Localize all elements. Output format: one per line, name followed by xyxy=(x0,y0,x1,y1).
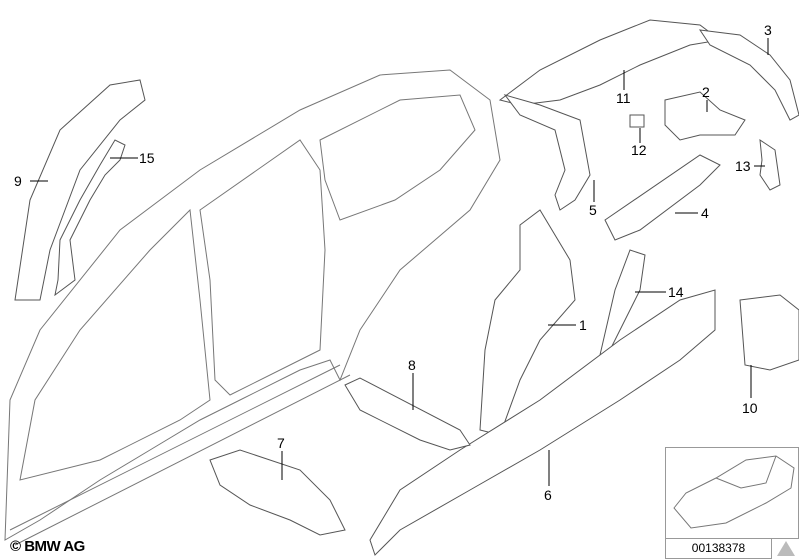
car-thumbnail-icon xyxy=(673,455,795,529)
callout-13: 13 xyxy=(735,158,751,174)
body-side-frame xyxy=(4,69,501,546)
leader-lines xyxy=(30,38,769,486)
callout-8: 8 xyxy=(408,357,416,373)
part-5 xyxy=(503,94,591,211)
callout-5: 5 xyxy=(589,202,597,218)
part-3 xyxy=(698,29,799,121)
callout-11: 11 xyxy=(616,90,631,106)
part-4 xyxy=(604,154,721,241)
part-13 xyxy=(759,138,781,191)
part-6 xyxy=(369,289,716,556)
reference-number: 00138378 xyxy=(665,538,772,559)
callout-3: 3 xyxy=(764,22,772,38)
callout-12: 12 xyxy=(631,142,647,158)
part-10 xyxy=(739,294,799,371)
callout-4: 4 xyxy=(701,205,709,221)
part-7 xyxy=(209,449,346,536)
part-15 xyxy=(54,139,126,297)
copyright: © BMW AG xyxy=(10,538,85,555)
part-1 xyxy=(479,209,576,436)
callout-9: 9 xyxy=(14,173,22,189)
callout-7: 7 xyxy=(277,435,285,451)
callout-1: 1 xyxy=(579,317,587,333)
callout-2: 2 xyxy=(702,84,710,100)
callout-15: 15 xyxy=(139,150,155,166)
part-2 xyxy=(664,91,746,141)
part-12 xyxy=(629,114,645,128)
part-9 xyxy=(14,79,146,301)
warning-triangle-icon xyxy=(777,541,795,556)
callout-6: 6 xyxy=(544,487,552,503)
part-11 xyxy=(498,19,722,106)
part-8 xyxy=(344,377,471,451)
part-14 xyxy=(599,249,646,356)
vehicle-thumbnail xyxy=(665,447,799,539)
callout-14: 14 xyxy=(668,284,684,300)
callout-10: 10 xyxy=(742,400,758,416)
